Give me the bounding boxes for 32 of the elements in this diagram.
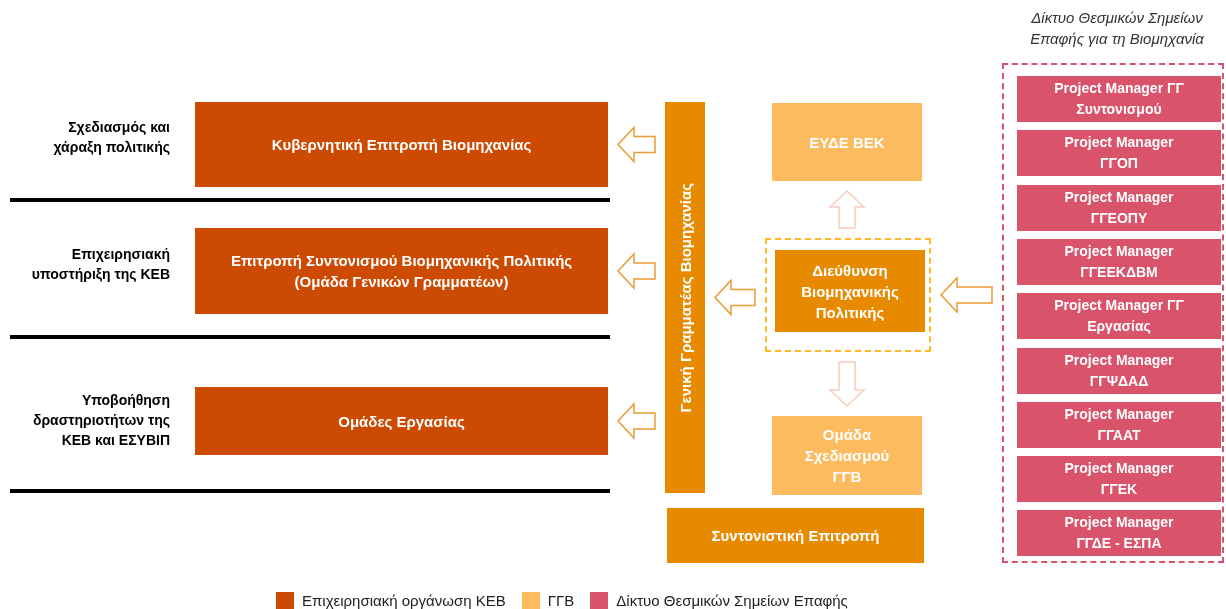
group-heading: Δίκτυο Θεσμικών Σημείων Επαφής για τη Βιομηχανία bbox=[1029, 8, 1205, 49]
block-arrow bbox=[939, 276, 993, 314]
row-label: Σχεδιασμός και χάραξη πολιτικής bbox=[52, 118, 170, 157]
block-arrow bbox=[828, 361, 866, 408]
committee-box: Ομάδες Εργασίας bbox=[195, 387, 608, 455]
block-arrow bbox=[616, 125, 656, 164]
vertical-bar-box: Γενική Γραμματέας Βιομηχανίας bbox=[665, 102, 705, 493]
legend-label: ΓΓΒ bbox=[547, 591, 575, 609]
row-label: Υποβοήθηση δραστηριοτήτων της ΚΕΒ και ΕΣΥΒΙΠ bbox=[31, 391, 170, 450]
process-box: Συντονιστική Επιτροπή bbox=[667, 508, 924, 563]
unit-box: Ομάδα Σχεδιασμού ΓΓΒ bbox=[772, 416, 922, 495]
manager-box: Project Manager ΓΓΨΔΑΔ bbox=[1017, 348, 1221, 394]
block-arrow bbox=[713, 278, 756, 317]
manager-box: Project Manager ΓΓΕΟΠΥ bbox=[1017, 185, 1221, 231]
row-label: Επιχειρησιακή υποστήριξη της ΚΕΒ bbox=[30, 245, 170, 284]
manager-box: Project Manager ΓΓ Εργασίας bbox=[1017, 293, 1221, 339]
committee-box: Επιτροπή Συντονισμού Βιομηχανικής Πολιτικής (Ομάδα Γενικών Γραμματέων) bbox=[195, 228, 608, 314]
manager-box: Project Manager ΓΓΔΕ - ΕΣΠΑ bbox=[1017, 510, 1221, 556]
block-arrow bbox=[616, 402, 656, 440]
legend-label: Δίκτυο Θεσμικών Σημείων Επαφής bbox=[616, 591, 848, 609]
manager-box: Project Manager ΓΓΕΚ bbox=[1017, 456, 1221, 502]
process-box: Διεύθυνση Βιομηχανικής Πολιτικής bbox=[775, 250, 925, 332]
manager-box: Project Manager ΓΓΕΕΚΔΒΜ bbox=[1017, 239, 1221, 285]
dashed-group-frame bbox=[765, 238, 931, 352]
manager-box: Project Manager ΓΓΑΑΤ bbox=[1017, 402, 1221, 448]
block-arrow bbox=[616, 252, 656, 290]
unit-box: ΕΥΔΕ ΒΕΚ bbox=[772, 103, 922, 181]
block-arrow bbox=[828, 189, 866, 229]
manager-box: Project Manager ΓΓ Συντονισμού bbox=[1017, 76, 1221, 122]
committee-box: Κυβερνητική Επιτροπή Βιομηχανίας bbox=[195, 102, 608, 187]
manager-box: Project Manager ΓΓΟΠ bbox=[1017, 130, 1221, 176]
legend-label: Επιχειρησιακή οργάνωση ΚΕΒ bbox=[302, 591, 506, 609]
